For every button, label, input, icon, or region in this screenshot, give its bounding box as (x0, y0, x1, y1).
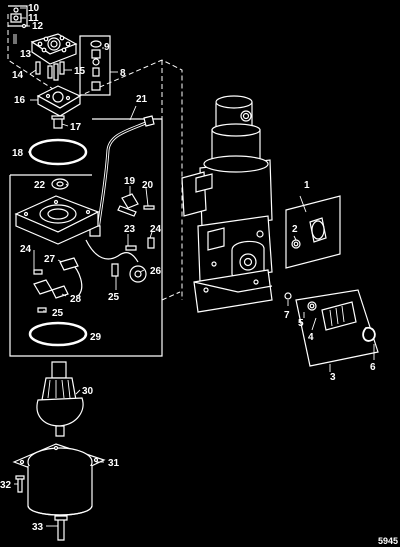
armature (36, 361, 84, 437)
valve-assembly-1 (291, 217, 327, 249)
callout-13: 13 (20, 49, 32, 60)
callout-24b: 24 (20, 244, 32, 255)
figure-number: 5945 (378, 536, 398, 546)
callout-2: 2 (292, 224, 298, 235)
valve-parts-8-9 (90, 40, 102, 91)
callout-12: 12 (32, 21, 44, 32)
callout-11: 11 (28, 13, 39, 24)
callout-4: 4 (308, 332, 314, 343)
callout-19: 19 (124, 176, 136, 187)
callout-15: 15 (74, 66, 86, 77)
callout-18: 18 (12, 148, 24, 159)
bearing-22 (51, 178, 69, 190)
trim-cylinder (181, 95, 273, 313)
group-box-8-9 (79, 35, 111, 96)
pump-body (36, 85, 82, 117)
callout-17: 17 (70, 122, 82, 133)
callout-labels: 1 2 3 4 5 6 7 8 9 10 11 12 13 14 15 16 1… (0, 3, 376, 533)
callout-10: 10 (28, 3, 40, 14)
hose-21 (89, 115, 155, 237)
callout-1: 1 (304, 180, 310, 191)
group-box-3 (295, 289, 379, 367)
callout-6: 6 (370, 362, 376, 373)
oring-18 (28, 138, 88, 166)
assembly-outline-dashed (7, 14, 183, 301)
callout-29: 29 (90, 332, 102, 343)
callout-3: 3 (330, 372, 336, 383)
callout-20: 20 (142, 180, 154, 191)
motor-end-plate (14, 195, 100, 245)
callout-28: 28 (70, 294, 82, 305)
group-box-10-12 (8, 5, 28, 27)
bracket-19-20 (117, 193, 155, 217)
callout-16: 16 (14, 95, 26, 106)
callout-9: 9 (104, 42, 110, 53)
callout-7: 7 (284, 310, 290, 321)
callout-24a: 24 (150, 224, 162, 235)
leader-lines (14, 7, 375, 527)
oring-29 (28, 321, 88, 347)
callout-30: 30 (82, 386, 94, 397)
motor-frame (12, 443, 106, 516)
parts-10-11-12 (10, 7, 27, 44)
callout-14: 14 (12, 70, 24, 81)
callout-8: 8 (120, 68, 126, 79)
wiring-harness (33, 237, 155, 313)
callout-25b: 25 (52, 308, 64, 319)
callout-23: 23 (124, 224, 136, 235)
callout-22: 22 (34, 180, 46, 191)
callout-26: 26 (150, 266, 162, 277)
filter (51, 115, 65, 129)
callout-27: 27 (44, 254, 56, 265)
callout-33: 33 (32, 522, 44, 533)
valve-assembly-3 (284, 292, 376, 342)
callout-25a: 25 (108, 292, 120, 303)
reservoir-cap (30, 33, 78, 81)
callout-31: 31 (108, 458, 120, 469)
group-box-21-29 (9, 118, 163, 357)
callout-32: 32 (0, 480, 12, 491)
screws-32-33 (15, 475, 68, 541)
callout-21: 21 (136, 94, 148, 105)
group-box-1 (285, 195, 341, 269)
callout-5: 5 (298, 318, 304, 329)
